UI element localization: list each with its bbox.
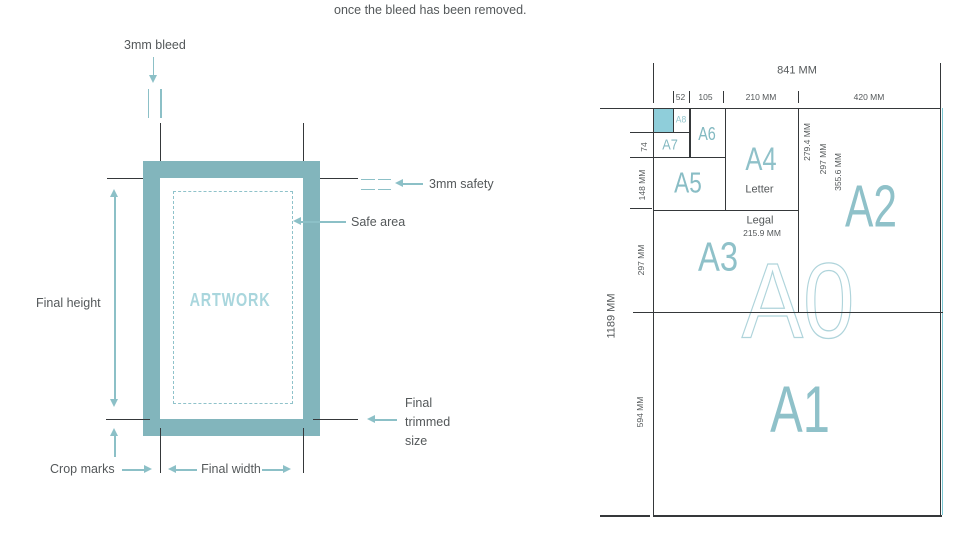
crop-mark-left-top-h bbox=[107, 178, 143, 179]
sheet-height-label: 1189 MM bbox=[605, 293, 618, 339]
sheet-bottom-edge bbox=[653, 514, 942, 517]
tick-210-right bbox=[797, 91, 799, 103]
safety-pointer-line bbox=[403, 183, 423, 185]
final-height-arrow-line bbox=[114, 196, 116, 400]
divider-a9-a8 bbox=[672, 108, 674, 132]
crop-mark-top-right-v bbox=[303, 123, 304, 167]
divider-a7-a5 bbox=[630, 157, 725, 158]
highlight-square bbox=[654, 109, 673, 132]
tick-top-left bbox=[600, 108, 653, 109]
sheet-right-edge bbox=[940, 63, 941, 516]
tick-105-right bbox=[723, 91, 724, 103]
dim-210-label: 210 MM bbox=[745, 91, 777, 102]
a4-height-label: 297 MM bbox=[817, 143, 828, 174]
tick-52-right bbox=[688, 91, 690, 103]
final-width-arrow-left-icon bbox=[168, 465, 176, 473]
artwork-label: ARTWORK bbox=[189, 290, 271, 310]
divider-a8-a7 bbox=[630, 132, 690, 133]
bleed-mark-right bbox=[160, 89, 162, 118]
final-width-line-right bbox=[262, 469, 283, 471]
final-height-label: Final height bbox=[36, 296, 101, 310]
trimmed-size-pointer-line bbox=[375, 419, 397, 421]
crop-marks-label: Crop marks bbox=[50, 462, 115, 476]
final-width-line-left bbox=[176, 469, 197, 471]
crop-marks-pointer-line bbox=[122, 469, 144, 471]
safety-mark-2 bbox=[378, 178, 391, 180]
safety-arrow-left-icon bbox=[395, 179, 403, 187]
dim-420-label: 420 MM bbox=[853, 91, 885, 102]
dim-297-label: 297 MM bbox=[635, 244, 646, 276]
safety-mark-3 bbox=[361, 188, 375, 190]
dim-105-label: 105 bbox=[698, 91, 713, 102]
sheet-top-edge bbox=[653, 108, 941, 109]
size-a3-label: A3 bbox=[697, 233, 738, 280]
legal-label: Legal bbox=[746, 214, 774, 227]
trimmed-size-arrow-left-icon bbox=[367, 415, 375, 423]
dim-74-label: 74 bbox=[638, 141, 649, 152]
size-a7-label: A7 bbox=[662, 136, 678, 153]
size-a4-label: A4 bbox=[745, 141, 777, 177]
crop-mark-left-bottom-h bbox=[106, 419, 150, 420]
intro-text: once the bleed has been removed. bbox=[334, 3, 527, 17]
letter-height-label: 279.4 MM bbox=[801, 122, 812, 161]
crop-mark-right-bottom-h bbox=[313, 419, 358, 420]
final-height-arrow-up-icon bbox=[110, 189, 118, 197]
divider-a5-a3 bbox=[653, 210, 798, 211]
final-width-label: Final width bbox=[201, 461, 261, 476]
tick-148-bottom bbox=[630, 207, 652, 209]
dim-148-label: 148 MM bbox=[636, 169, 647, 201]
size-a2-label: A2 bbox=[844, 173, 897, 239]
tick-841-left bbox=[652, 63, 654, 103]
divider-a3-a1 bbox=[633, 312, 943, 313]
tick-bottom-left bbox=[600, 515, 650, 517]
safe-area-label: Safe area bbox=[351, 215, 406, 229]
sheet-right-accent bbox=[941, 108, 943, 515]
divider-a4-a2 bbox=[797, 108, 799, 312]
final-width-arrow-right-icon bbox=[283, 465, 291, 473]
bleed-frame bbox=[143, 161, 320, 436]
crop-marks-arrow-line bbox=[114, 435, 116, 457]
legal-width-label: 215.9 MM bbox=[743, 227, 781, 238]
divider-a5-a4 bbox=[724, 108, 726, 210]
bleed-label: 3mm bleed bbox=[124, 38, 186, 52]
safety-mark-1 bbox=[361, 178, 375, 180]
safety-mark-4 bbox=[378, 188, 391, 190]
size-a5-label: A5 bbox=[673, 167, 702, 200]
legal-height-label: 355.6 MM bbox=[832, 152, 843, 191]
safe-area-rect bbox=[172, 191, 293, 404]
trimmed-size-label-line2: trimmed bbox=[405, 415, 451, 429]
letter-label: Letter bbox=[745, 183, 774, 196]
crop-marks-arrow-up-icon bbox=[110, 428, 118, 436]
trimmed-size-label-line1: Final bbox=[405, 396, 433, 410]
dim-594-label: 594 MM bbox=[634, 396, 645, 428]
safety-label: 3mm safety bbox=[429, 177, 494, 191]
size-a6-label: A6 bbox=[697, 123, 716, 144]
final-height-arrow-down-icon bbox=[110, 399, 118, 407]
dim-52-label: 52 bbox=[675, 91, 686, 102]
crop-mark-bottom-left-v bbox=[160, 428, 161, 473]
crop-mark-top-left-v bbox=[160, 123, 161, 167]
trimmed-size-label-line3: size bbox=[405, 434, 428, 448]
bleed-arrow-down-icon bbox=[149, 75, 157, 83]
safe-area-arrow-left-icon bbox=[293, 217, 301, 225]
crop-marks-arrow-right-icon bbox=[144, 465, 152, 473]
safe-area-pointer-line bbox=[301, 221, 346, 223]
size-a8-label: A8 bbox=[675, 114, 687, 126]
crop-mark-right-top-h bbox=[313, 178, 358, 179]
bleed-mark-left bbox=[147, 89, 149, 118]
tick-52-left bbox=[672, 91, 674, 103]
bleed-arrow-line bbox=[152, 57, 154, 76]
sheet-width-label: 841 MM bbox=[777, 64, 817, 77]
crop-mark-bottom-right-v bbox=[303, 428, 304, 473]
size-a1-label: A1 bbox=[769, 372, 830, 446]
